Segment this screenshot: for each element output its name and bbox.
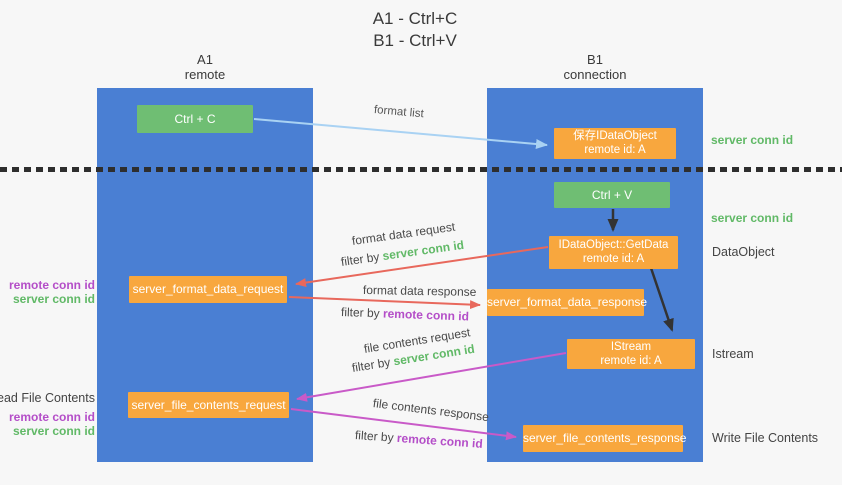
filter-by-text: filter by <box>340 305 384 321</box>
right-label-server-conn-id-top: server conn id <box>711 133 794 147</box>
column-header-b1: B1 connection <box>487 52 703 82</box>
right-label-server-conn-id-mid: server conn id <box>711 211 794 225</box>
right-label-write-file-contents: Write File Contents <box>712 431 819 445</box>
label-filter-file-response: filter by remote conn id <box>355 428 484 451</box>
getdata-line2: remote id: A <box>582 253 645 265</box>
left-label-remote-conn-id-bottom: remote conn id <box>8 410 95 424</box>
left-label-server-conn-id-bottom: server conn id <box>12 424 95 438</box>
server-format-data-response-box: server_format_data_response <box>487 289 647 316</box>
istream-line2: remote id: A <box>600 355 662 367</box>
left-label-conn-ids-bottom: remote conn id server conn id <box>9 410 95 438</box>
filter-by-text: filter by <box>350 354 395 375</box>
label-filter-format-response: filter by remote conn id <box>341 305 469 323</box>
label-format-list: format list <box>373 104 425 121</box>
title-line-2: B1 - Ctrl+V <box>373 31 457 50</box>
save-idataobject-line1: 保存IDataObject <box>573 130 657 142</box>
label-file-contents-response: file contents response <box>372 396 490 425</box>
machine-boundary-dotted-line <box>0 167 842 172</box>
getdata-box: IDataObject::GetData remote id: A <box>549 236 678 269</box>
left-label-server-conn-id-top: server conn id <box>12 292 95 306</box>
column-header-a1: A1 remote <box>97 52 313 82</box>
left-label-conn-ids-top: remote conn id server conn id <box>9 278 95 306</box>
diagram-title: A1 - Ctrl+C B1 - Ctrl+V <box>320 8 510 52</box>
title-line-1: A1 - Ctrl+C <box>372 9 458 28</box>
b1-id: B1 <box>587 52 603 67</box>
save-idataobject-line2: remote id: A <box>584 144 646 156</box>
left-label-remote-conn-id-top: remote conn id <box>8 278 95 292</box>
istream-line1: IStream <box>610 341 652 353</box>
server-format-data-request-box: server_format_data_request <box>129 276 287 303</box>
label-format-data-response: format data response <box>362 283 477 299</box>
getdata-line1: IDataObject::GetData <box>558 239 669 251</box>
filter-by-text: filter by <box>340 249 384 269</box>
filter-remote-conn-id: remote conn id <box>396 430 484 451</box>
filter-by-text: filter by <box>354 428 398 445</box>
b1-role: connection <box>563 67 627 82</box>
ctrl-v-box: Ctrl + V <box>554 182 670 208</box>
istream-box: IStream remote id: A <box>567 339 695 369</box>
server-file-contents-request-box: server_file_contents_request <box>128 392 289 418</box>
filter-remote-conn-id: remote conn id <box>382 306 470 324</box>
left-label-read-file-contents: Read File Contents <box>0 391 95 405</box>
a1-role: remote <box>184 67 226 82</box>
right-label-istream: Istream <box>712 347 754 361</box>
save-idataobject-box: 保存IDataObject remote id: A <box>554 128 676 159</box>
a1-id: A1 <box>197 52 213 67</box>
server-file-contents-response-box: server_file_contents_response <box>523 425 686 452</box>
ctrl-c-box: Ctrl + C <box>137 105 253 133</box>
right-label-dataobject: DataObject <box>712 245 775 259</box>
